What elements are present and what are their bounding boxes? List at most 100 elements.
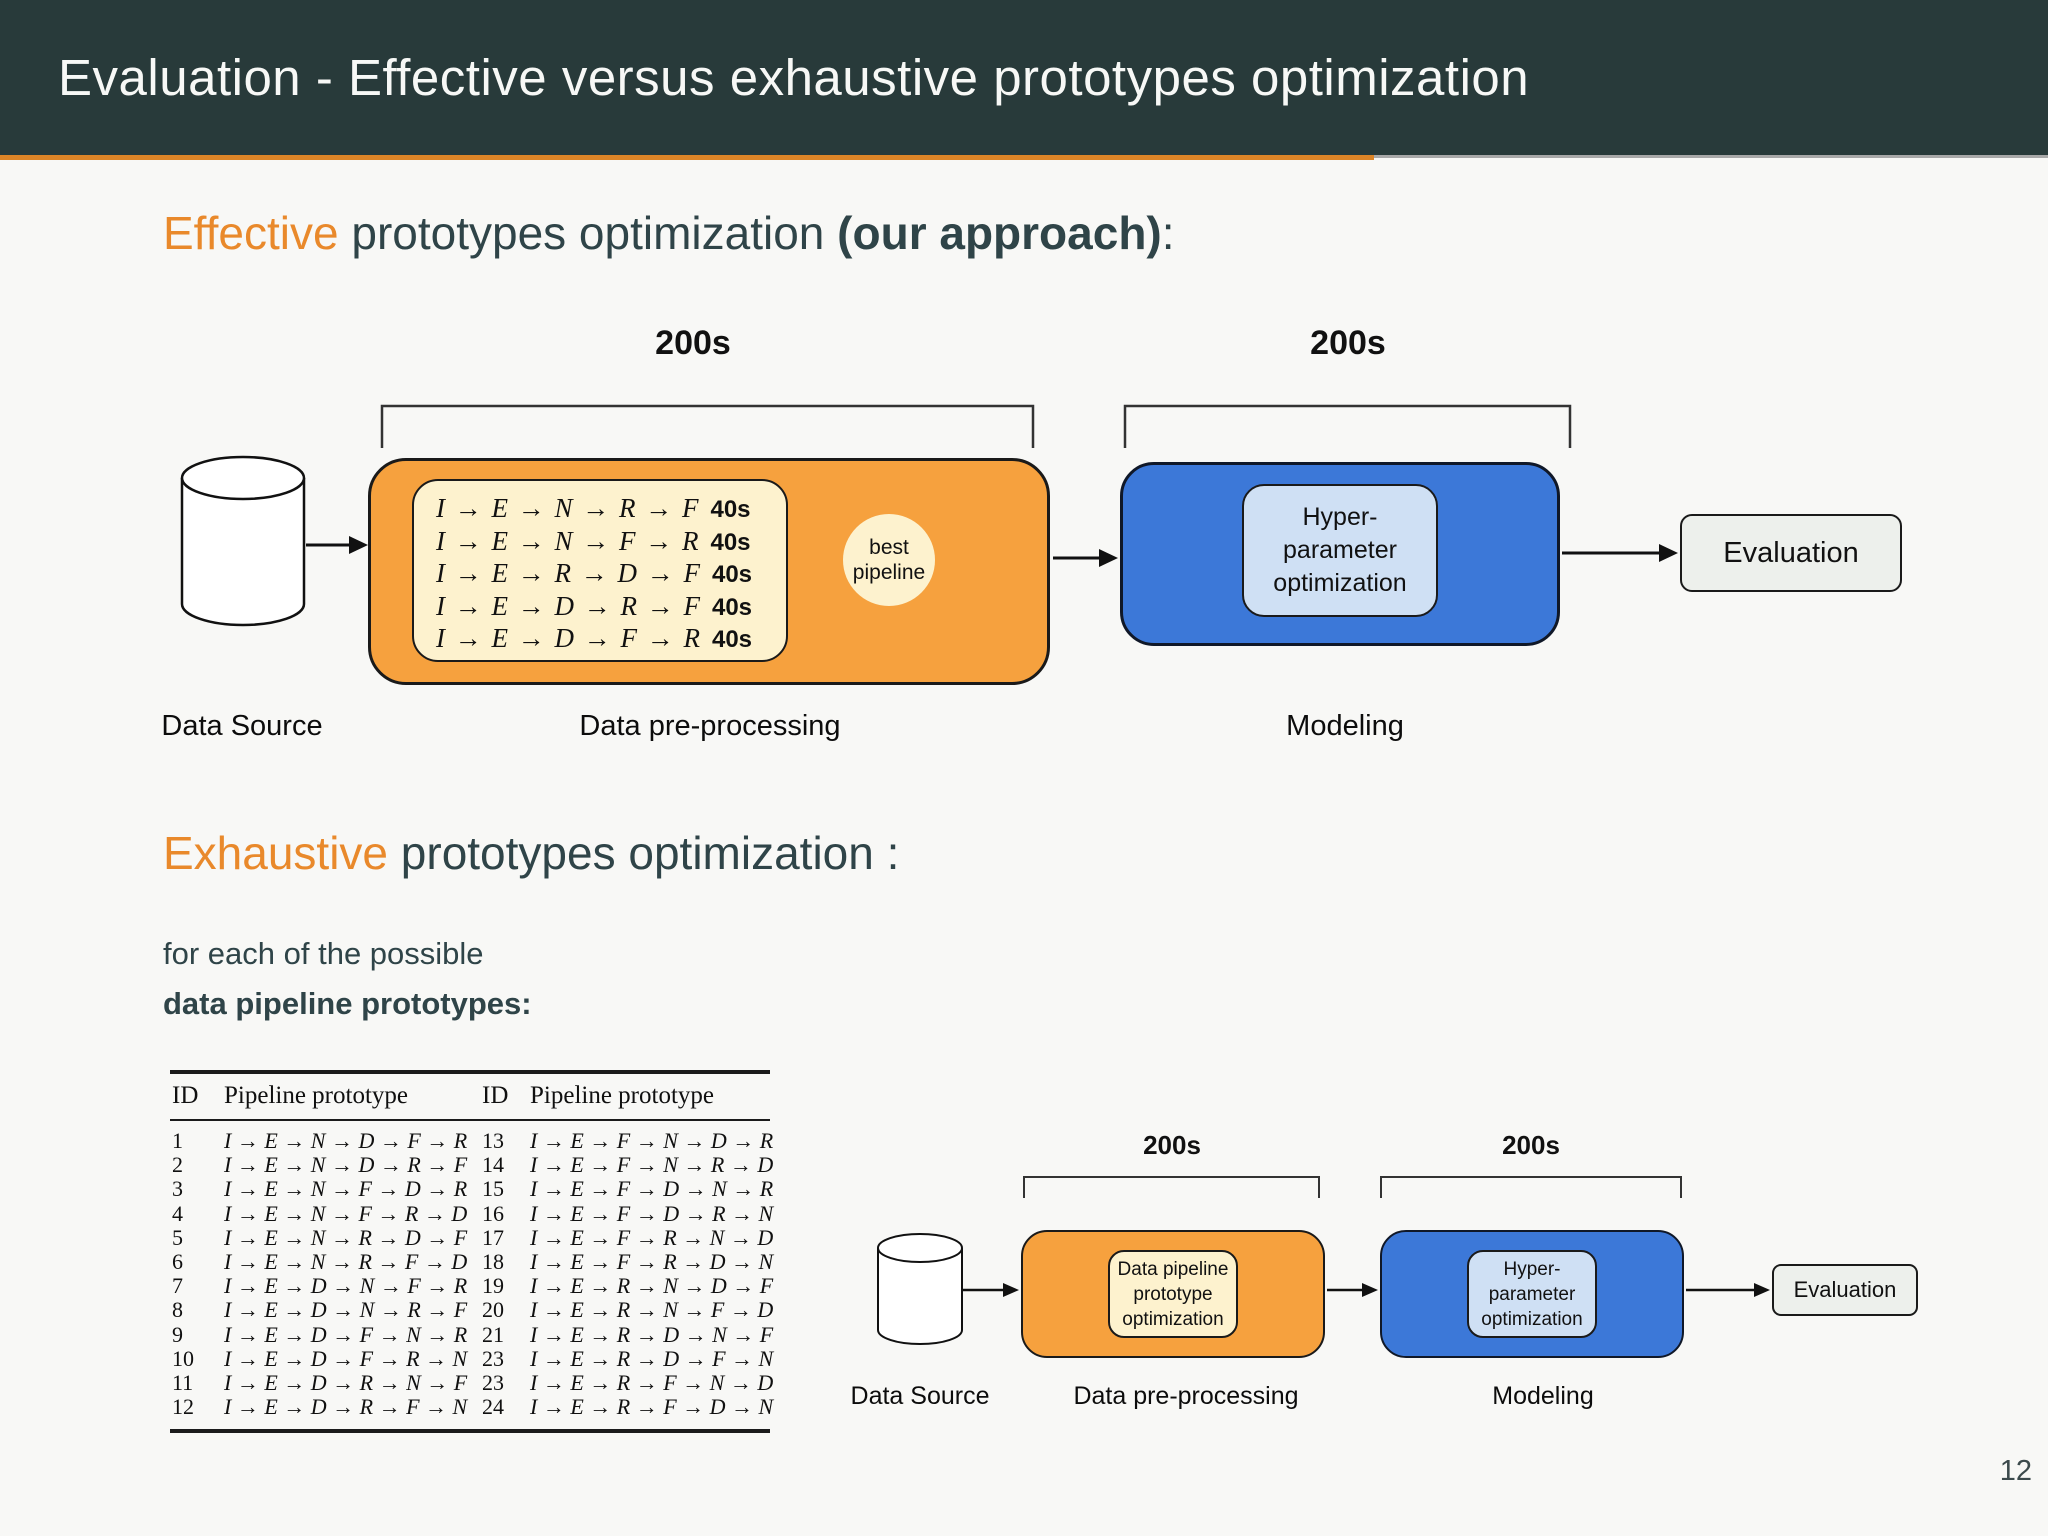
evaluation-box: Evaluation	[1680, 514, 1902, 592]
table-cell: I → E → N → R → F → D	[224, 1248, 468, 1274]
label-data-source-small: Data Source	[850, 1382, 990, 1410]
database-cylinder-icon	[180, 455, 306, 627]
table-body: 1 I → E → N → D → F → R 13 I → E → F → N → …	[170, 1121, 774, 1429]
table-cell: I → E → D → R → N → F	[224, 1369, 468, 1395]
evaluation-box-small: Evaluation	[1772, 1264, 1918, 1316]
table-cell: 5	[172, 1224, 183, 1250]
prototype-table: ID Pipeline prototype ID Pipeline protot…	[170, 1070, 774, 1434]
table-cell: I → E → D → N → R → F	[224, 1297, 468, 1323]
table-cell: 1	[172, 1128, 183, 1153]
table-cell: I → E → D → F → N → R	[224, 1321, 468, 1347]
table-cell: I → E → R → N → D → F	[530, 1273, 774, 1299]
heading-exhaustive-rest: prototypes optimization :	[388, 827, 900, 879]
table-cell: I → E → F → D → R → N	[530, 1200, 774, 1226]
time-bracket-modeling-small	[1380, 1176, 1682, 1198]
table-cell: 24	[482, 1394, 504, 1420]
table-cell: I → E → R → F → N → D	[530, 1369, 774, 1395]
table-header: Pipeline prototype	[530, 1082, 714, 1109]
table-row: 4 I → E → N → F → R → D 16 I → E → F → D → …	[172, 1200, 774, 1226]
table-cell: 21	[482, 1321, 504, 1347]
time-bracket-preprocessing-small	[1023, 1176, 1320, 1198]
header-bar: Evaluation - Effective versus exhaustive…	[0, 0, 2048, 155]
time-bracket-preprocessing	[380, 404, 1035, 448]
table-cell: 13	[482, 1128, 504, 1153]
time-label-modeling-small: 200s	[1502, 1130, 1560, 1160]
table-cell: I → E → R → F → D → N	[530, 1394, 774, 1420]
table-header: ID	[482, 1082, 509, 1109]
label-modeling-small: Modeling	[1492, 1382, 1594, 1410]
heading-effective-suffix: :	[1161, 207, 1175, 259]
time-label-preprocessing: 200s	[655, 324, 731, 362]
time-label-modeling: 200s	[1310, 324, 1386, 362]
hyperparameter-box-small: Hyper- parameter optimization	[1467, 1250, 1597, 1338]
table-cell: I → E → N → R → D → F	[224, 1224, 468, 1250]
table-header: ID	[172, 1082, 199, 1109]
table-cell: I → E → R → D → F → N	[530, 1345, 774, 1371]
heading-effective-highlight: Effective	[163, 207, 339, 259]
hyperparameter-box: Hyper- parameter optimization	[1242, 484, 1438, 617]
table-cell: I → E → N → F → D → R	[224, 1176, 468, 1202]
table-cell: I → E → F → N → R → D	[530, 1152, 774, 1178]
table-header-row: ID Pipeline prototype ID Pipeline protot…	[170, 1074, 770, 1121]
table-cell: 8	[172, 1297, 183, 1323]
pipeline-optimization-box-small: Data pipeline prototype optimization	[1108, 1250, 1238, 1338]
intro-line-1: for each of the possible	[163, 936, 484, 971]
heading-effective-rest: prototypes optimization	[338, 207, 838, 259]
table-cell: I → E → R → D → N → F	[530, 1321, 774, 1347]
table-cell: 23	[482, 1345, 504, 1371]
heading-exhaustive: Exhaustive prototypes optimization :	[163, 826, 899, 880]
slide-title: Evaluation - Effective versus exhaustive…	[58, 49, 1530, 106]
table-cell: 15	[482, 1176, 504, 1202]
label-modeling: Modeling	[1286, 710, 1404, 742]
label-data-source: Data Source	[161, 710, 323, 742]
table-cell: 23	[482, 1369, 504, 1395]
table-cell: I → E → F → N → D → R	[530, 1128, 774, 1153]
table-cell: I → E → N → F → R → D	[224, 1200, 468, 1226]
table-cell: 18	[482, 1248, 504, 1274]
table-cell: 7	[172, 1273, 183, 1299]
arrow-modeling-to-evaluation	[1562, 544, 1678, 562]
label-data-preprocessing: Data pre-processing	[579, 710, 841, 742]
arrow-preprocessing-to-modeling	[1053, 549, 1118, 567]
table-cell: I → E → N → D → R → F	[224, 1152, 468, 1178]
table-cell: 12	[172, 1394, 194, 1420]
arrow-preprocessing-to-modeling-small	[1327, 1283, 1378, 1297]
table-cell: 16	[482, 1200, 504, 1226]
progress-bar-filled	[0, 155, 1374, 160]
table-cell: 14	[482, 1152, 504, 1178]
pipeline-sequence: I → E → R → D → F	[436, 558, 700, 588]
heading-exhaustive-highlight: Exhaustive	[163, 827, 389, 879]
intro-line-2: data pipeline prototypes:	[163, 986, 532, 1021]
pipeline-time: 40s	[711, 561, 753, 588]
database-cylinder-icon-small	[877, 1233, 963, 1345]
table-cell: 4	[172, 1200, 183, 1226]
table-cell: I → E → F → D → N → R	[530, 1176, 774, 1202]
table-cell: I → E → D → R → F → N	[224, 1394, 468, 1420]
heading-effective-bold: (our approach)	[837, 207, 1162, 259]
arrow-source-to-preprocessing-small	[963, 1283, 1019, 1297]
arrow-source-to-preprocessing	[306, 536, 368, 554]
table-row: 1 I → E → N → D → F → R 13 I → E → F → N → …	[172, 1128, 774, 1153]
table-cell: I → E → F → R → D → N	[530, 1248, 774, 1274]
table-cell: 20	[482, 1297, 504, 1323]
pipeline-time: 40s	[711, 593, 753, 621]
table-cell: I → E → N → D → F → R	[224, 1128, 468, 1153]
table-cell: I → E → D → N → F → R	[224, 1273, 468, 1299]
pipeline-time: 40s	[710, 496, 751, 523]
time-label-preprocessing-small: 200s	[1143, 1130, 1201, 1160]
arrow-modeling-to-evaluation-small	[1686, 1283, 1770, 1297]
pipeline-row: I → E → R → D → F 40s	[436, 557, 786, 590]
table-row: 12 I → E → D → R → F → N 24 I → E → R → F →…	[172, 1394, 774, 1420]
